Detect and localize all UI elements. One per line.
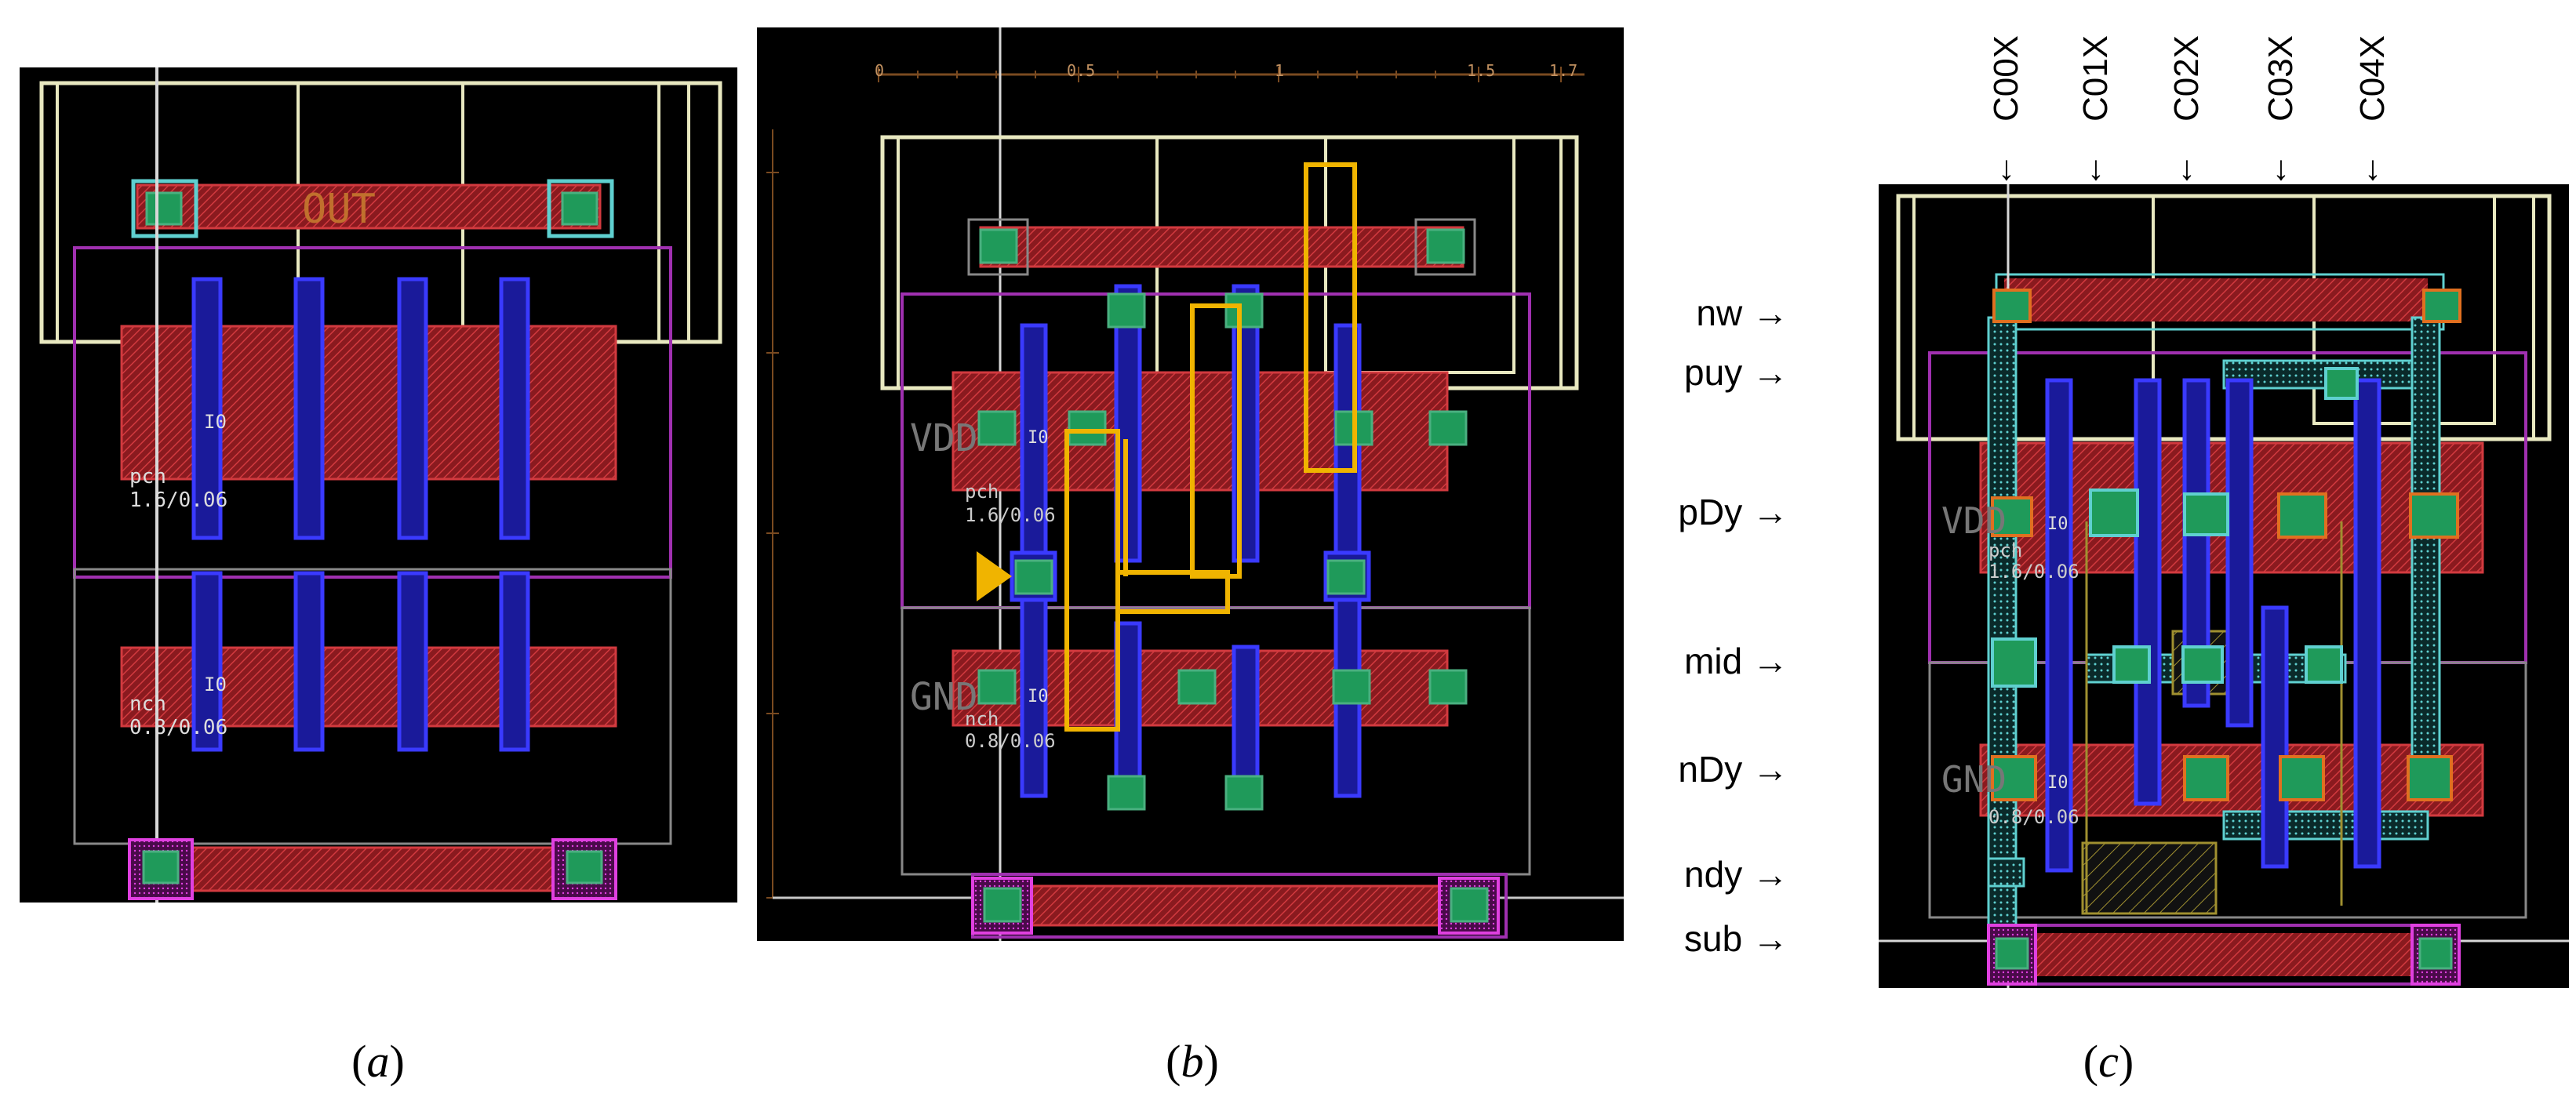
panel-a-svg: OUT I0 pch 1.6/0.06 I0 nch 0.8/0.06	[39, 67, 722, 903]
svg-text:GND: GND	[1941, 758, 2007, 801]
net-out-label: OUT	[302, 186, 376, 233]
top-ruler: 0 0.5 1 1.5 1.7	[875, 61, 1585, 82]
column-label-c01x: C01X ↓	[2076, 35, 2116, 187]
column-label-c02x: C02X ↓	[2167, 35, 2207, 187]
svg-text:pch: pch	[965, 481, 999, 503]
top-rail-metal	[981, 227, 1463, 267]
svg-text:I0: I0	[1028, 687, 1049, 706]
svg-text:0.8/0.06: 0.8/0.06	[965, 730, 1056, 752]
column-label-c04x: C04X ↓	[2353, 35, 2392, 187]
svg-text:0.5: 0.5	[1067, 61, 1095, 80]
row-label-pdy: pDy →	[1678, 492, 1788, 532]
svg-text:pch: pch	[129, 465, 166, 488]
bottom-rail-metal	[992, 886, 1447, 925]
row-label-mid: mid →	[1684, 641, 1788, 681]
svg-text:1.6/0.06: 1.6/0.06	[965, 504, 1056, 526]
diffusion-break	[2081, 841, 2218, 915]
row-label-sub: sub →	[1684, 918, 1788, 959]
highlight-paths	[1064, 162, 1357, 732]
panel-b-svg: 0 0.5 1 1.5 1.7	[766, 27, 1624, 941]
row-label-puy: puy →	[1684, 352, 1788, 393]
svg-text:GND: GND	[910, 675, 978, 719]
svg-text:1: 1	[1275, 61, 1284, 80]
poly-gates-nmos	[191, 571, 530, 752]
svg-text:VDD: VDD	[1941, 499, 2007, 542]
contacts	[1991, 289, 2461, 801]
bottom-rail-metal	[2004, 933, 2443, 976]
svg-text:0: 0	[875, 61, 884, 80]
bottom-rail-metal	[137, 848, 600, 891]
cell-boundary	[73, 568, 672, 845]
svg-text:I0: I0	[2047, 514, 2068, 534]
top-left-contact	[131, 179, 198, 238]
panel-b-layout: 0 0.5 1 1.5 1.7	[757, 27, 1624, 941]
top-rail-metal	[137, 185, 600, 228]
caption-c: (c)	[2083, 1036, 2134, 1087]
caption-a: (a)	[351, 1036, 405, 1087]
svg-text:1.7: 1.7	[1549, 61, 1577, 80]
svg-text:I0: I0	[204, 674, 227, 696]
panel-a-layout: OUT I0 pch 1.6/0.06 I0 nch 0.8/0.06	[20, 67, 737, 903]
svg-text:nch: nch	[129, 692, 166, 716]
column-label-c00x: C00X ↓	[1987, 35, 2026, 187]
column-label-c03x: C03X ↓	[2261, 35, 2301, 187]
top-right-contact	[547, 179, 614, 238]
poly-gates	[2045, 378, 2381, 873]
top-rail-metal	[2004, 278, 2428, 321]
caption-b: (b)	[1166, 1036, 1219, 1087]
svg-text:0.8/0.06: 0.8/0.06	[129, 716, 227, 739]
panel-c-svg: VDD I0 pch 1.6/0.06 GND I0 0.8/0.06	[1879, 184, 2569, 988]
svg-text:pch: pch	[1988, 539, 2022, 561]
row-label-ndy-upper: nDy →	[1678, 749, 1788, 790]
row-label-ndy-lower: ndy →	[1684, 854, 1788, 895]
poly-gates-pmos	[191, 277, 530, 540]
pselect-boundary	[73, 246, 672, 579]
svg-text:I0: I0	[204, 411, 227, 433]
left-ruler	[766, 129, 779, 899]
svg-text:1.6/0.06: 1.6/0.06	[129, 488, 227, 512]
pin-arrow-icon	[977, 551, 1012, 601]
svg-text:1.6/0.06: 1.6/0.06	[1988, 561, 2079, 583]
row-label-nw: nw →	[1696, 292, 1788, 333]
svg-text:VDD: VDD	[910, 416, 978, 460]
svg-text:1.5: 1.5	[1467, 61, 1495, 80]
panel-c-layout: VDD I0 pch 1.6/0.06 GND I0 0.8/0.06	[1879, 184, 2569, 988]
svg-text:I0: I0	[2047, 773, 2068, 793]
svg-text:nch: nch	[965, 708, 999, 730]
svg-text:0.8/0.06: 0.8/0.06	[1988, 806, 2079, 828]
svg-text:I0: I0	[1028, 428, 1049, 448]
